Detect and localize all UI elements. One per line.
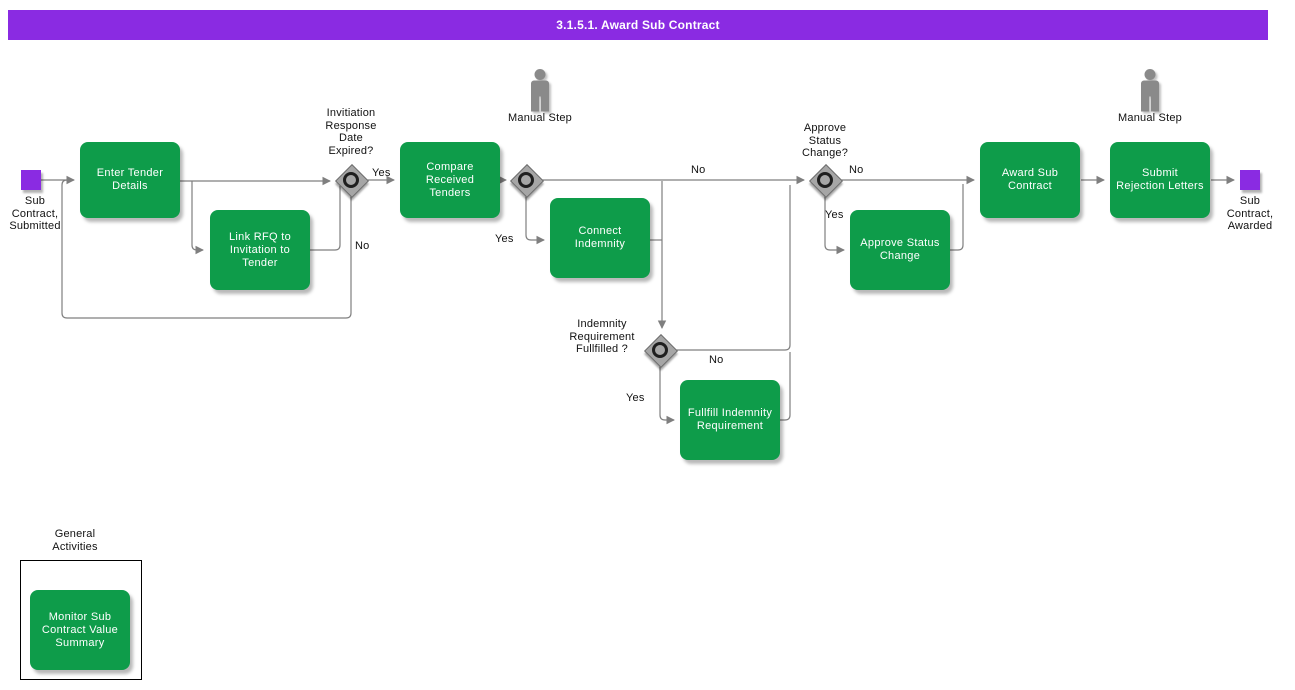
manual-step-label: Manual Step (508, 112, 572, 124)
start-event[interactable] (21, 170, 41, 190)
end-event-label: Sub Contract, Awarded (1226, 195, 1274, 232)
task-fullfill-indemnity-requirement[interactable]: Fullfill Indemnity Requirement (680, 380, 780, 460)
gateway-circle-icon (518, 172, 534, 188)
task-approve-status-change[interactable]: Approve Status Change (850, 210, 950, 290)
gateway-indemnity-requirement-fullfilled[interactable] (644, 334, 678, 368)
gateway-circle-icon (817, 172, 833, 188)
task-connect-indemnity[interactable]: Connect Indemnity (550, 198, 650, 278)
task-compare-received-tenders[interactable]: Compare Received Tenders (400, 142, 500, 218)
manual-step-person-icon (527, 68, 553, 112)
general-activities-label: General Activities (52, 528, 98, 553)
edge-label-yes: Yes (626, 392, 645, 404)
manual-step-label: Manual Step (1118, 112, 1182, 124)
diagram-title-bar: 3.1.5.1. Award Sub Contract (8, 10, 1268, 40)
diagram-title: 3.1.5.1. Award Sub Contract (556, 18, 720, 32)
task-monitor-sub-contract-value-summary[interactable]: Monitor Sub Contract Value Summary (30, 590, 130, 670)
gateway-invitation-response-date-expired[interactable] (335, 164, 369, 198)
gateway-tender-split[interactable] (510, 164, 544, 198)
edge-label-no: No (709, 354, 724, 366)
edge-label-no: No (355, 240, 370, 252)
gateway-circle-icon (652, 342, 668, 358)
edge-label-no: No (691, 164, 706, 176)
edge-label-no: No (849, 164, 864, 176)
task-submit-rejection-letters[interactable]: Submit Rejection Letters (1110, 142, 1210, 218)
gateway-approve-status-change[interactable] (809, 164, 843, 198)
edge-label-yes: Yes (495, 233, 514, 245)
gateway-label-indemnity-requirement: Indemnity Requirement Fullfilled ? (569, 318, 635, 355)
manual-step-person-icon (1137, 68, 1163, 112)
task-link-rfq-to-invitation-to-tender[interactable]: Link RFQ to Invitation to Tender (210, 210, 310, 290)
gateway-label-approve-status-change: Approve Status Change? (801, 122, 849, 159)
edge-label-yes: Yes (372, 167, 391, 179)
end-event[interactable] (1240, 170, 1260, 190)
start-event-label: Sub Contract, Submitted (9, 195, 61, 232)
gateway-label-invitation-response: Invitiation Response Date Expired? (325, 107, 377, 157)
task-enter-tender-details[interactable]: Enter Tender Details (80, 142, 180, 218)
gateway-circle-icon (343, 172, 359, 188)
task-award-sub-contract[interactable]: Award Sub Contract (980, 142, 1080, 218)
edge-label-yes: Yes (825, 209, 844, 221)
